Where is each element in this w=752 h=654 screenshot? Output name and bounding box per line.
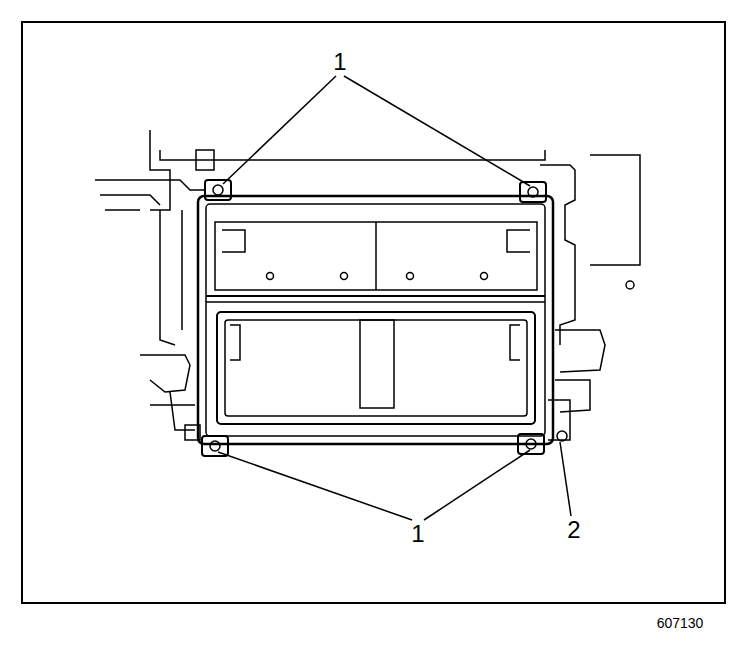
upper-compartment bbox=[215, 222, 537, 290]
leader-line bbox=[218, 452, 412, 520]
mounting-tab bbox=[205, 180, 231, 200]
background-pipe bbox=[160, 210, 182, 345]
opening-tab bbox=[222, 230, 530, 252]
screw bbox=[341, 273, 348, 280]
housing-band bbox=[206, 295, 545, 297]
leader-line bbox=[560, 442, 571, 516]
mounting-nut bbox=[213, 185, 223, 195]
background-panel bbox=[590, 155, 640, 265]
mounting-nut bbox=[557, 431, 567, 441]
screw bbox=[407, 273, 414, 280]
background-fitting bbox=[140, 355, 195, 430]
center-divider bbox=[360, 320, 394, 408]
figure-number: 607130 bbox=[657, 616, 704, 630]
screw bbox=[267, 273, 274, 280]
callout-number: 1 bbox=[333, 50, 346, 74]
mounting-tab bbox=[202, 436, 228, 456]
module-housing-inner bbox=[206, 204, 545, 436]
mounting-tab bbox=[518, 434, 544, 454]
background-bracket bbox=[95, 180, 205, 210]
figure-frame bbox=[22, 22, 725, 603]
module-housing bbox=[198, 196, 553, 444]
screw bbox=[481, 273, 488, 280]
mounting-tab bbox=[520, 182, 546, 202]
divider bbox=[375, 222, 377, 290]
opening-tab bbox=[230, 325, 520, 360]
leader-line bbox=[344, 76, 530, 186]
mounting-nut bbox=[526, 439, 536, 449]
background-edge bbox=[160, 150, 545, 160]
callout-number: 1 bbox=[411, 522, 424, 546]
callout-number: 2 bbox=[567, 518, 580, 542]
leader-line bbox=[424, 450, 530, 520]
mounting-nut bbox=[210, 441, 220, 451]
lower-compartment-inner bbox=[225, 320, 527, 416]
leader-line bbox=[223, 76, 336, 184]
mounting-nut bbox=[528, 187, 538, 197]
background-bracket bbox=[548, 400, 570, 440]
housing-band bbox=[206, 301, 545, 303]
background-bolt bbox=[626, 281, 634, 289]
lower-compartment bbox=[217, 312, 535, 424]
